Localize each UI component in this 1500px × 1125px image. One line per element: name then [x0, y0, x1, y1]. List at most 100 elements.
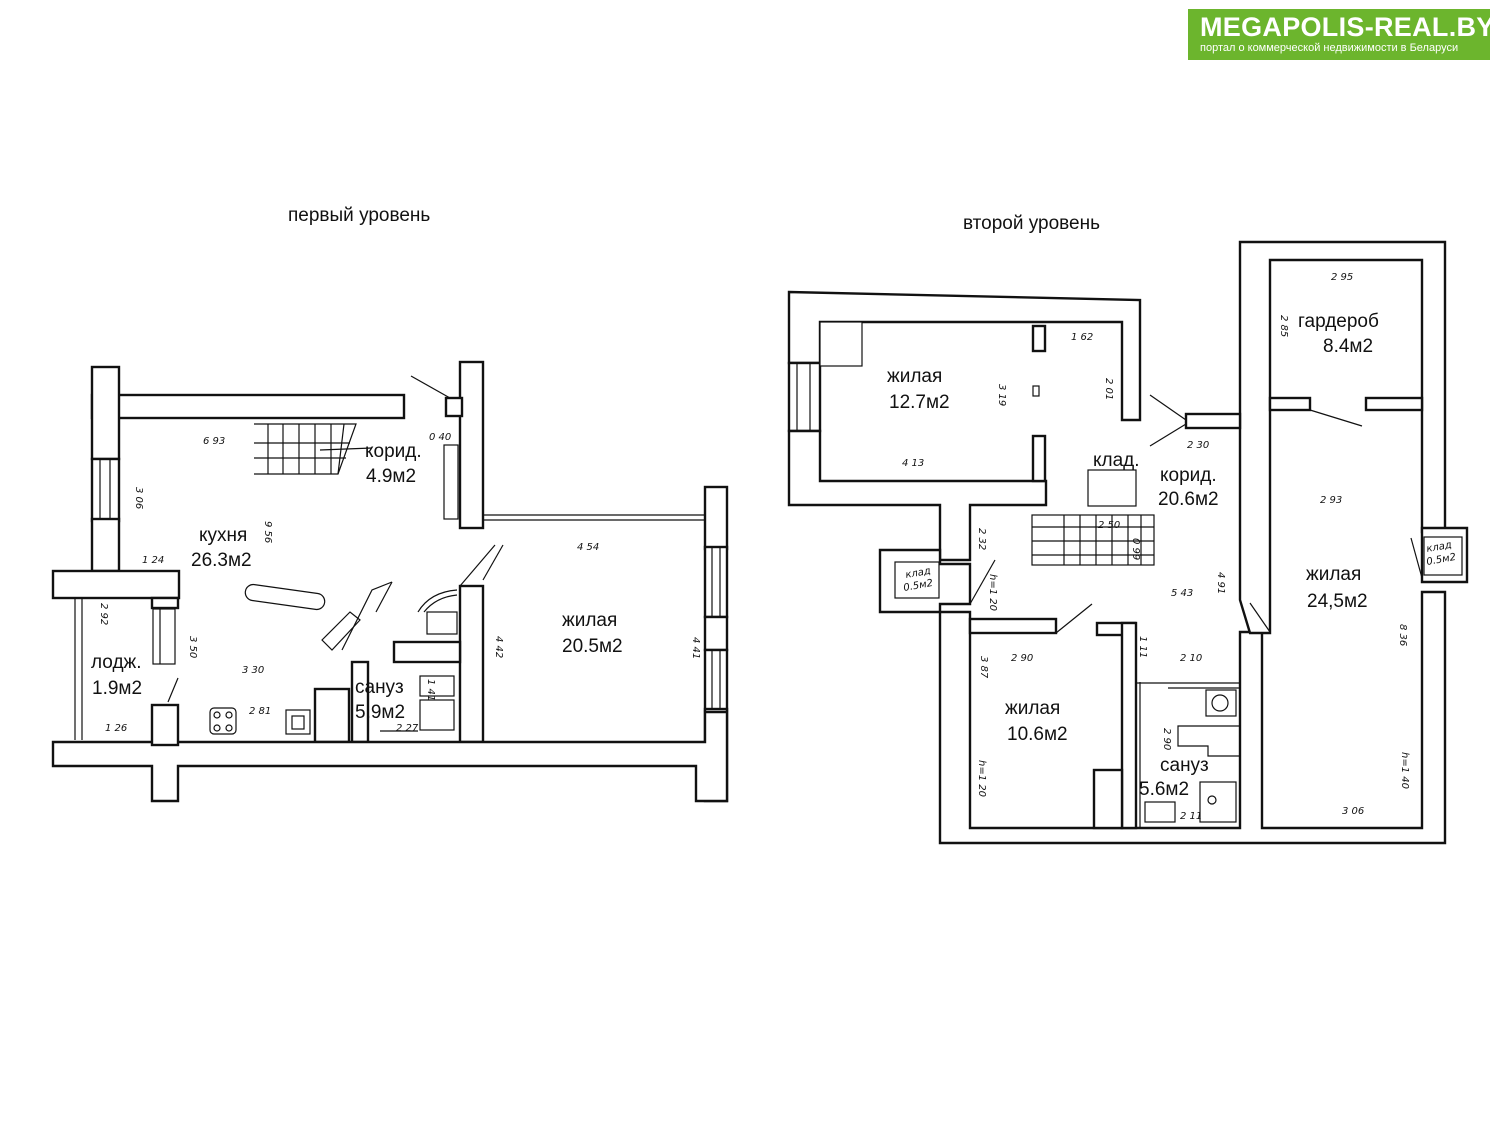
logo-subtitle: портал о коммерческой недвижимости в Бел… [1200, 42, 1459, 54]
l2-living-c-name: жилая [1005, 698, 1060, 719]
l1-bottom-wall [51, 710, 729, 803]
l2-dim: h=1 40 [1399, 752, 1410, 789]
l1-dim: 4 42 [493, 636, 504, 658]
level2-fixtures [1031, 514, 1241, 828]
l2-living-b-name: жилая [1306, 564, 1361, 585]
l2-living-c-area: 10.6м2 [1007, 724, 1068, 745]
l2-storage-left-area: 0.5м2 [903, 578, 934, 594]
l2-dim: 4 91 [1215, 572, 1226, 594]
level1-room-labels: корид. 4.9м2 кухня 26.3м2 жилая 20.5м2 л… [91, 441, 623, 723]
l1-left-window [90, 457, 121, 523]
l1-loggia-door [152, 608, 176, 665]
l2-living-b-area: 24,5м2 [1307, 591, 1368, 612]
l2-dim: 2 11 [1180, 811, 1202, 822]
l1-living-area: 20.5м2 [562, 636, 623, 657]
l1-dim: 2 92 [98, 603, 109, 625]
l1-kitchen-area: 26.3м2 [191, 550, 252, 571]
l1-corridor-wall [458, 360, 485, 530]
l1-loggia-area: 1.9м2 [92, 678, 142, 699]
level1-walls [51, 360, 729, 803]
l2-column [819, 321, 863, 367]
l1-living-name: жилая [562, 610, 617, 631]
l1-dim: 2 81 [249, 706, 271, 717]
l1-dim: 4 54 [577, 542, 599, 553]
l2-living-a-name: жилая [887, 366, 942, 387]
l2-corridor-name: корид. [1160, 465, 1217, 486]
l1-stairs [254, 423, 373, 475]
l2-dim: 8 36 [1397, 624, 1408, 646]
l1-dim: 6 93 [203, 436, 225, 447]
l2-storage-right-area: 0.5м2 [1426, 552, 1457, 568]
l2-dim: 2 50 [1098, 520, 1120, 531]
l1-loggia-top-wall [51, 569, 181, 600]
l2-storage-right-name: клад [1426, 540, 1453, 555]
l1-dim: 3 30 [242, 665, 264, 676]
l1-kitchen-name: кухня [199, 525, 247, 546]
l2-dim: 2 01 [1103, 378, 1114, 400]
l1-dim: 9 56 [262, 521, 273, 543]
l2-dim: 2 90 [1161, 728, 1172, 750]
l2-bottom-wall [938, 590, 1447, 845]
l2-wardrobe-name: гардероб [1298, 311, 1379, 332]
l2-dim: 3 06 [1342, 806, 1364, 817]
level2-title: второй уровень [963, 213, 1100, 234]
l2-storage-name: клад. [1093, 450, 1140, 471]
l1-partition [458, 584, 485, 744]
l2-dim: 1 62 [1071, 332, 1093, 343]
l2-dim: 1 11 [1137, 636, 1148, 658]
l1-dim: 1 24 [142, 555, 164, 566]
l1-dim: 3 50 [187, 636, 198, 658]
l2-dim: h=1 20 [976, 760, 987, 797]
l2-storage-closet [1087, 469, 1137, 507]
l2-left-window [787, 361, 822, 433]
l1-corridor-name: корид. [365, 441, 422, 462]
l2-dim: 2 95 [1331, 272, 1353, 283]
l1-top-wall [90, 393, 406, 420]
l1-corridor-niche [443, 444, 459, 520]
level2-dimensions: 1 62 3 19 2 01 4 13 2 95 2 85 2 30 2 32 … [902, 272, 1410, 822]
logo-title: MEGAPOLIS-REAL.BY [1200, 12, 1495, 42]
l1-right-window-2 [703, 648, 729, 712]
l2-stairs [1031, 514, 1155, 566]
l2-dim: 2 85 [1278, 315, 1289, 337]
l2-dim: 4 13 [902, 458, 924, 469]
l2-corridor-area: 20.6м2 [1158, 489, 1219, 510]
l2-dim: 2 30 [1187, 440, 1209, 451]
l2-storage-left-name: клад [905, 566, 932, 581]
l2-dim: 3 87 [978, 656, 989, 679]
l1-left-mid-wall [90, 517, 121, 573]
l1-dim: 4 41 [690, 637, 701, 659]
l1-loggia-name: лодж. [91, 652, 142, 673]
l2-wardrobe-area: 8.4м2 [1323, 336, 1373, 357]
l2-dim: 2 10 [1180, 653, 1202, 664]
l2-mid-left-wall [787, 429, 1048, 562]
l1-dim: 1 26 [105, 723, 127, 734]
l1-dim: 0 40 [429, 432, 451, 443]
l2-bathroom-area: 5.6м2 [1139, 779, 1189, 800]
level2-walls [787, 240, 1469, 845]
l2-dim: 2 93 [1320, 495, 1342, 506]
l1-dim: 3 06 [133, 487, 144, 509]
l1-bathroom-area: 5.9м2 [355, 702, 405, 723]
l1-dim: 2 27 [396, 723, 419, 734]
l1-bathroom-name: сануз [355, 677, 404, 698]
l2-dim: h=1 20 [987, 574, 998, 611]
level2-room-labels: жилая 12.7м2 клад. корид. 20.6м2 гардеро… [887, 311, 1457, 800]
l1-right-wall [703, 485, 729, 551]
l2-dim: 5 43 [1171, 588, 1193, 599]
l2-dim: 2 32 [976, 528, 987, 550]
l1-dim: 1 41 [425, 679, 436, 701]
l2-dim: 2 90 [1011, 653, 1033, 664]
l2-dim: 3 19 [996, 384, 1007, 406]
level1-fixtures [209, 423, 458, 735]
l1-loggia-stub [150, 596, 180, 610]
l2-right-tower [1238, 240, 1447, 635]
l1-left-upper-wall [90, 365, 121, 461]
level1-title: первый уровень [288, 205, 430, 226]
l1-corridor-area: 4.9м2 [366, 466, 416, 487]
l2-bathroom-name: сануз [1160, 755, 1209, 776]
l1-right-window [703, 545, 729, 619]
l2-dim: 0 99 [1130, 538, 1141, 560]
site-logo[interactable]: MEGAPOLIS-REAL.BY портал о коммерческой … [1188, 9, 1494, 60]
